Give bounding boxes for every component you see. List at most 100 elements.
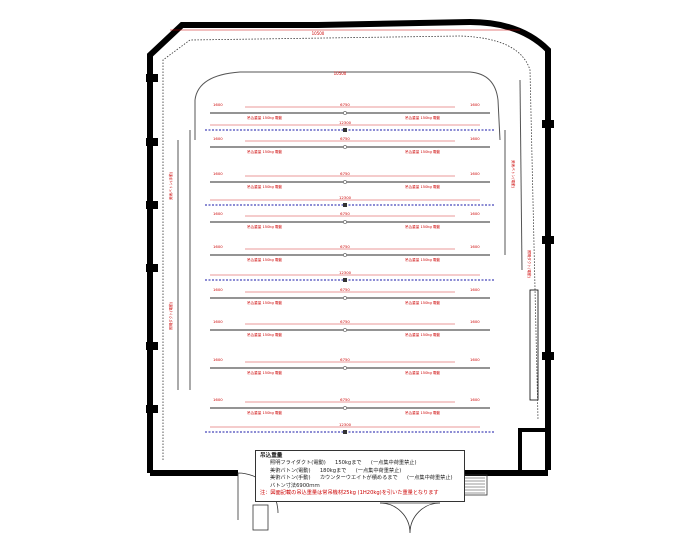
door-frame-left: [252, 504, 269, 531]
batten-side-dimension: 1600: [470, 102, 480, 107]
stage-outline: [162, 29, 539, 460]
right-wall-pier: [542, 120, 554, 128]
batten-center-mark: [343, 180, 347, 184]
right-wall-pier: [542, 352, 554, 360]
legend-limit: カウンターウエイトが積めるまで: [319, 475, 398, 482]
legend-item: 美術バトン(電動): [270, 467, 311, 474]
batten-dimension-text: 6750: [340, 102, 350, 107]
upstage-curved-batten: [194, 71, 501, 141]
batten-dimension-text: 6750: [340, 397, 350, 402]
side-batten-lines: [177, 79, 523, 390]
legend-line-electric-batten: 美術バトン(電動) 180kgまで (一点集中荷重禁止): [260, 468, 460, 475]
batten-load-label: 吊込重量 150kg 電動: [405, 115, 440, 120]
legend-item: 美術バトン(手動): [270, 475, 311, 482]
legend-limit: 180kgまで: [319, 467, 347, 474]
duct-dimension-text: 12300: [339, 422, 352, 427]
batten-side-dimension: 1600: [213, 102, 223, 107]
batten-load-label: 吊込重量 150kg 電動: [405, 149, 440, 154]
duct-center-mark: [343, 430, 347, 434]
batten-load-label: 吊込重量 150kg 電動: [405, 300, 440, 305]
left-wall-pier: [146, 342, 158, 350]
batten-side-dimension: 1600: [470, 319, 480, 324]
load-weight-legend: 吊込重量 照明フライダクト(電動) 150kgまで (一点集中荷重禁止) 美術バ…: [255, 450, 465, 502]
batten-rows: [205, 106, 495, 434]
double-door: [379, 502, 441, 534]
batten-side-dimension: 1600: [213, 397, 223, 402]
left-wall-pier: [146, 264, 158, 272]
outer-wall: [147, 18, 551, 473]
batten-load-label: 吊込重量 150kg 電動: [405, 224, 440, 229]
batten-load-label: 吊込重量 150kg 電動: [247, 332, 282, 337]
left-wall-pier: [146, 74, 158, 82]
legend-note: (一点集中荷重禁止): [355, 467, 402, 474]
legend-batten-spec: バトン寸法6900ｍｍ: [270, 482, 320, 489]
duct-center-mark: [343, 203, 347, 207]
batten-load-label: 吊込重量 150kg 電動: [247, 257, 282, 262]
right-side-batten-curve: [519, 79, 523, 271]
batten-load-label: 吊込重量 150kg 電動: [247, 184, 282, 189]
batten-center-mark: [343, 328, 347, 332]
legend-item: 照明フライダクト(電動): [270, 460, 326, 467]
right-wall-pier: [542, 236, 554, 244]
batten-center-mark: [343, 296, 347, 300]
batten-dimension-text: 6750: [340, 136, 350, 141]
duct-center-mark: [343, 128, 347, 132]
left-side-label: 美術バトン(手動): [168, 171, 173, 200]
batten-load-label: 吊込重量 150kg 電動: [405, 184, 440, 189]
batten-dimension-text: 6750: [340, 171, 350, 176]
legend-line-lighting-duct: 照明フライダクト(電動) 150kgまで (一点集中荷重禁止): [260, 460, 460, 467]
batten-side-dimension: 1600: [213, 244, 223, 249]
duct-center-mark: [343, 278, 347, 282]
legend-note: (一点集中荷重禁止): [370, 460, 417, 467]
legend-note: (一点集中荷重禁止): [406, 475, 453, 482]
duct-dimension-text: 12300: [339, 270, 352, 275]
batten-side-dimension: 1600: [213, 211, 223, 216]
batten-load-label: 吊込重量 150kg 電動: [405, 257, 440, 262]
batten-load-label: 吊込重量 150kg 電動: [405, 332, 440, 337]
building-walls: [146, 18, 554, 476]
batten-center-mark: [343, 366, 347, 370]
batten-load-label: 吊込重量 150kg 電動: [247, 300, 282, 305]
top-dimension-text: 10500: [312, 31, 325, 36]
legend-line-manual-batten: 美術バトン(手動) カウンターウエイトが積めるまで (一点集中荷重禁止): [260, 475, 460, 482]
batten-dimension-text: 6750: [340, 357, 350, 362]
batten-load-label: 吊込重量 150kg 電動: [247, 224, 282, 229]
batten-center-mark: [343, 406, 347, 410]
left-wall-pier: [146, 201, 158, 209]
batten-load-label: 吊込重量 150kg 電動: [247, 149, 282, 154]
batten-side-dimension: 1600: [470, 244, 480, 249]
batten-center-mark: [343, 220, 347, 224]
left-side-label: 照明ダクト(電動): [168, 301, 173, 330]
stage-boundary: [162, 35, 539, 460]
batten-side-dimension: 1600: [213, 171, 223, 176]
batten-dimension-text: 6750: [340, 211, 350, 216]
batten-load-label: 吊込重量 150kg 電動: [247, 410, 282, 415]
batten-center-mark: [343, 111, 347, 115]
batten-load-label: 吊込重量 150kg 電動: [405, 410, 440, 415]
duct-dimension-text: 12300: [339, 120, 352, 125]
left-wall-pier: [146, 138, 158, 146]
batten-side-dimension: 1600: [213, 319, 223, 324]
batten-center-mark: [343, 253, 347, 257]
left-wall-pier: [146, 405, 158, 413]
right-side-label: 照明ダクト(電動): [527, 250, 532, 279]
batten-side-dimension: 1600: [470, 397, 480, 402]
batten-load-label: 吊込重量 150kg 電動: [247, 115, 282, 120]
batten-side-dimension: 1600: [470, 287, 480, 292]
batten-dimension-text: 6750: [340, 244, 350, 249]
legend-caution: 注：図面記載の吊込重量は常吊機材25kg (1H20kg)を引いた重量となります: [260, 490, 439, 497]
batten-dimension-text: 6750: [340, 319, 350, 324]
batten-load-label: 吊込重量 150kg 電動: [405, 370, 440, 375]
stair-wall: [518, 428, 548, 470]
duct-dimension-text: 12300: [339, 195, 352, 200]
legend-title: 吊込重量: [260, 453, 283, 459]
right-side-label: 美術バトン(電動): [511, 160, 516, 189]
batten-side-dimension: 1600: [213, 136, 223, 141]
batten-side-dimension: 1600: [213, 357, 223, 362]
batten-side-dimension: 1600: [470, 136, 480, 141]
curve-dimension-text: 10500: [334, 71, 347, 76]
batten-side-dimension: 1600: [213, 287, 223, 292]
right-wall-panel: [529, 289, 539, 401]
